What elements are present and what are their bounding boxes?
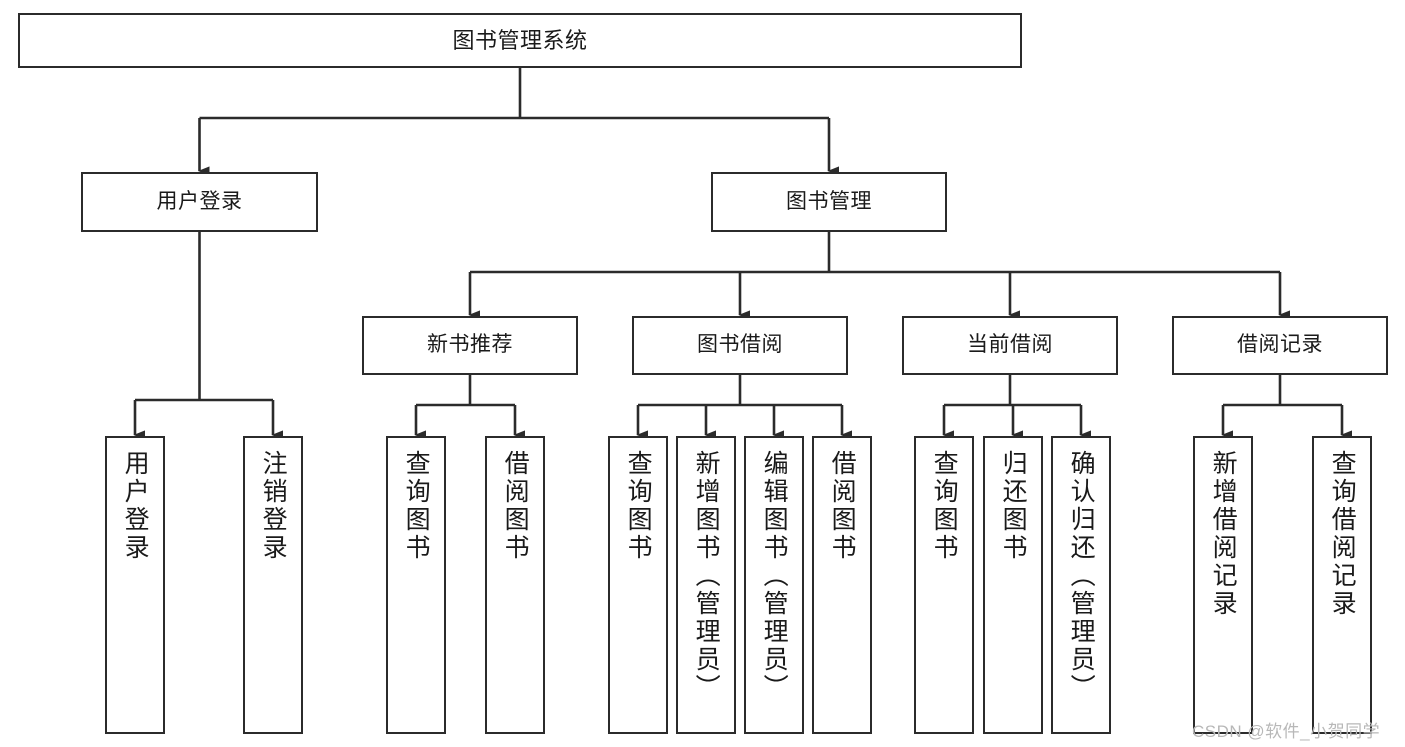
node-leaf_brw_borrow[interactable]: 借阅图书 bbox=[812, 436, 872, 734]
node-leaf_brw_add[interactable]: 新增图书（管理员） bbox=[676, 436, 736, 734]
node-leaf_brw_edit[interactable]: 编辑图书（管理员） bbox=[744, 436, 804, 734]
node-label: 归还图书 bbox=[999, 450, 1028, 562]
node-leaf_cur_query[interactable]: 查询图书 bbox=[914, 436, 974, 734]
node-borrow_record[interactable]: 借阅记录 bbox=[1172, 316, 1388, 375]
node-book_mgmt[interactable]: 图书管理 bbox=[711, 172, 947, 232]
csdn-watermark: CSDN @软件_小贺同学 bbox=[1192, 722, 1381, 741]
node-label: 确认归还（管理员） bbox=[1067, 450, 1096, 702]
node-label: 借阅记录 bbox=[1237, 333, 1323, 357]
node-label: 注销登录 bbox=[259, 450, 288, 562]
node-label: 图书管理 bbox=[786, 189, 872, 213]
node-leaf_cur_return[interactable]: 归还图书 bbox=[983, 436, 1043, 734]
node-leaf_user_logout[interactable]: 注销登录 bbox=[243, 436, 303, 734]
node-leaf_rec_query2[interactable]: 查询借阅记录 bbox=[1312, 436, 1372, 734]
node-label: 借阅图书 bbox=[828, 450, 857, 562]
node-label: 借阅图书 bbox=[501, 450, 530, 562]
node-label: 查询图书 bbox=[624, 450, 653, 562]
node-label: 新书推荐 bbox=[427, 333, 513, 357]
node-new_book_rec[interactable]: 新书推荐 bbox=[362, 316, 578, 375]
node-label: 图书管理系统 bbox=[452, 27, 588, 53]
node-label: 新增图书（管理员） bbox=[692, 450, 721, 702]
node-leaf_rec_add[interactable]: 新增借阅记录 bbox=[1193, 436, 1253, 734]
node-leaf_rec_borrow[interactable]: 借阅图书 bbox=[485, 436, 545, 734]
node-label: 编辑图书（管理员） bbox=[760, 450, 789, 702]
node-label: 新增借阅记录 bbox=[1209, 450, 1238, 618]
node-leaf_cur_confirm[interactable]: 确认归还（管理员） bbox=[1051, 436, 1111, 734]
node-user_login[interactable]: 用户登录 bbox=[81, 172, 318, 232]
node-leaf_rec_query[interactable]: 查询图书 bbox=[386, 436, 446, 734]
node-label: 用户登录 bbox=[121, 450, 150, 562]
node-label: 查询图书 bbox=[930, 450, 959, 562]
node-label: 查询借阅记录 bbox=[1328, 450, 1357, 618]
node-root[interactable]: 图书管理系统 bbox=[18, 13, 1022, 68]
node-label: 用户登录 bbox=[156, 189, 243, 213]
node-label: 图书借阅 bbox=[697, 333, 783, 357]
node-label: 当前借阅 bbox=[967, 333, 1053, 357]
node-current_borrow[interactable]: 当前借阅 bbox=[902, 316, 1118, 375]
node-book_borrow[interactable]: 图书借阅 bbox=[632, 316, 848, 375]
node-label: 查询图书 bbox=[402, 450, 431, 562]
node-leaf_brw_query[interactable]: 查询图书 bbox=[608, 436, 668, 734]
node-leaf_user_login[interactable]: 用户登录 bbox=[105, 436, 165, 734]
